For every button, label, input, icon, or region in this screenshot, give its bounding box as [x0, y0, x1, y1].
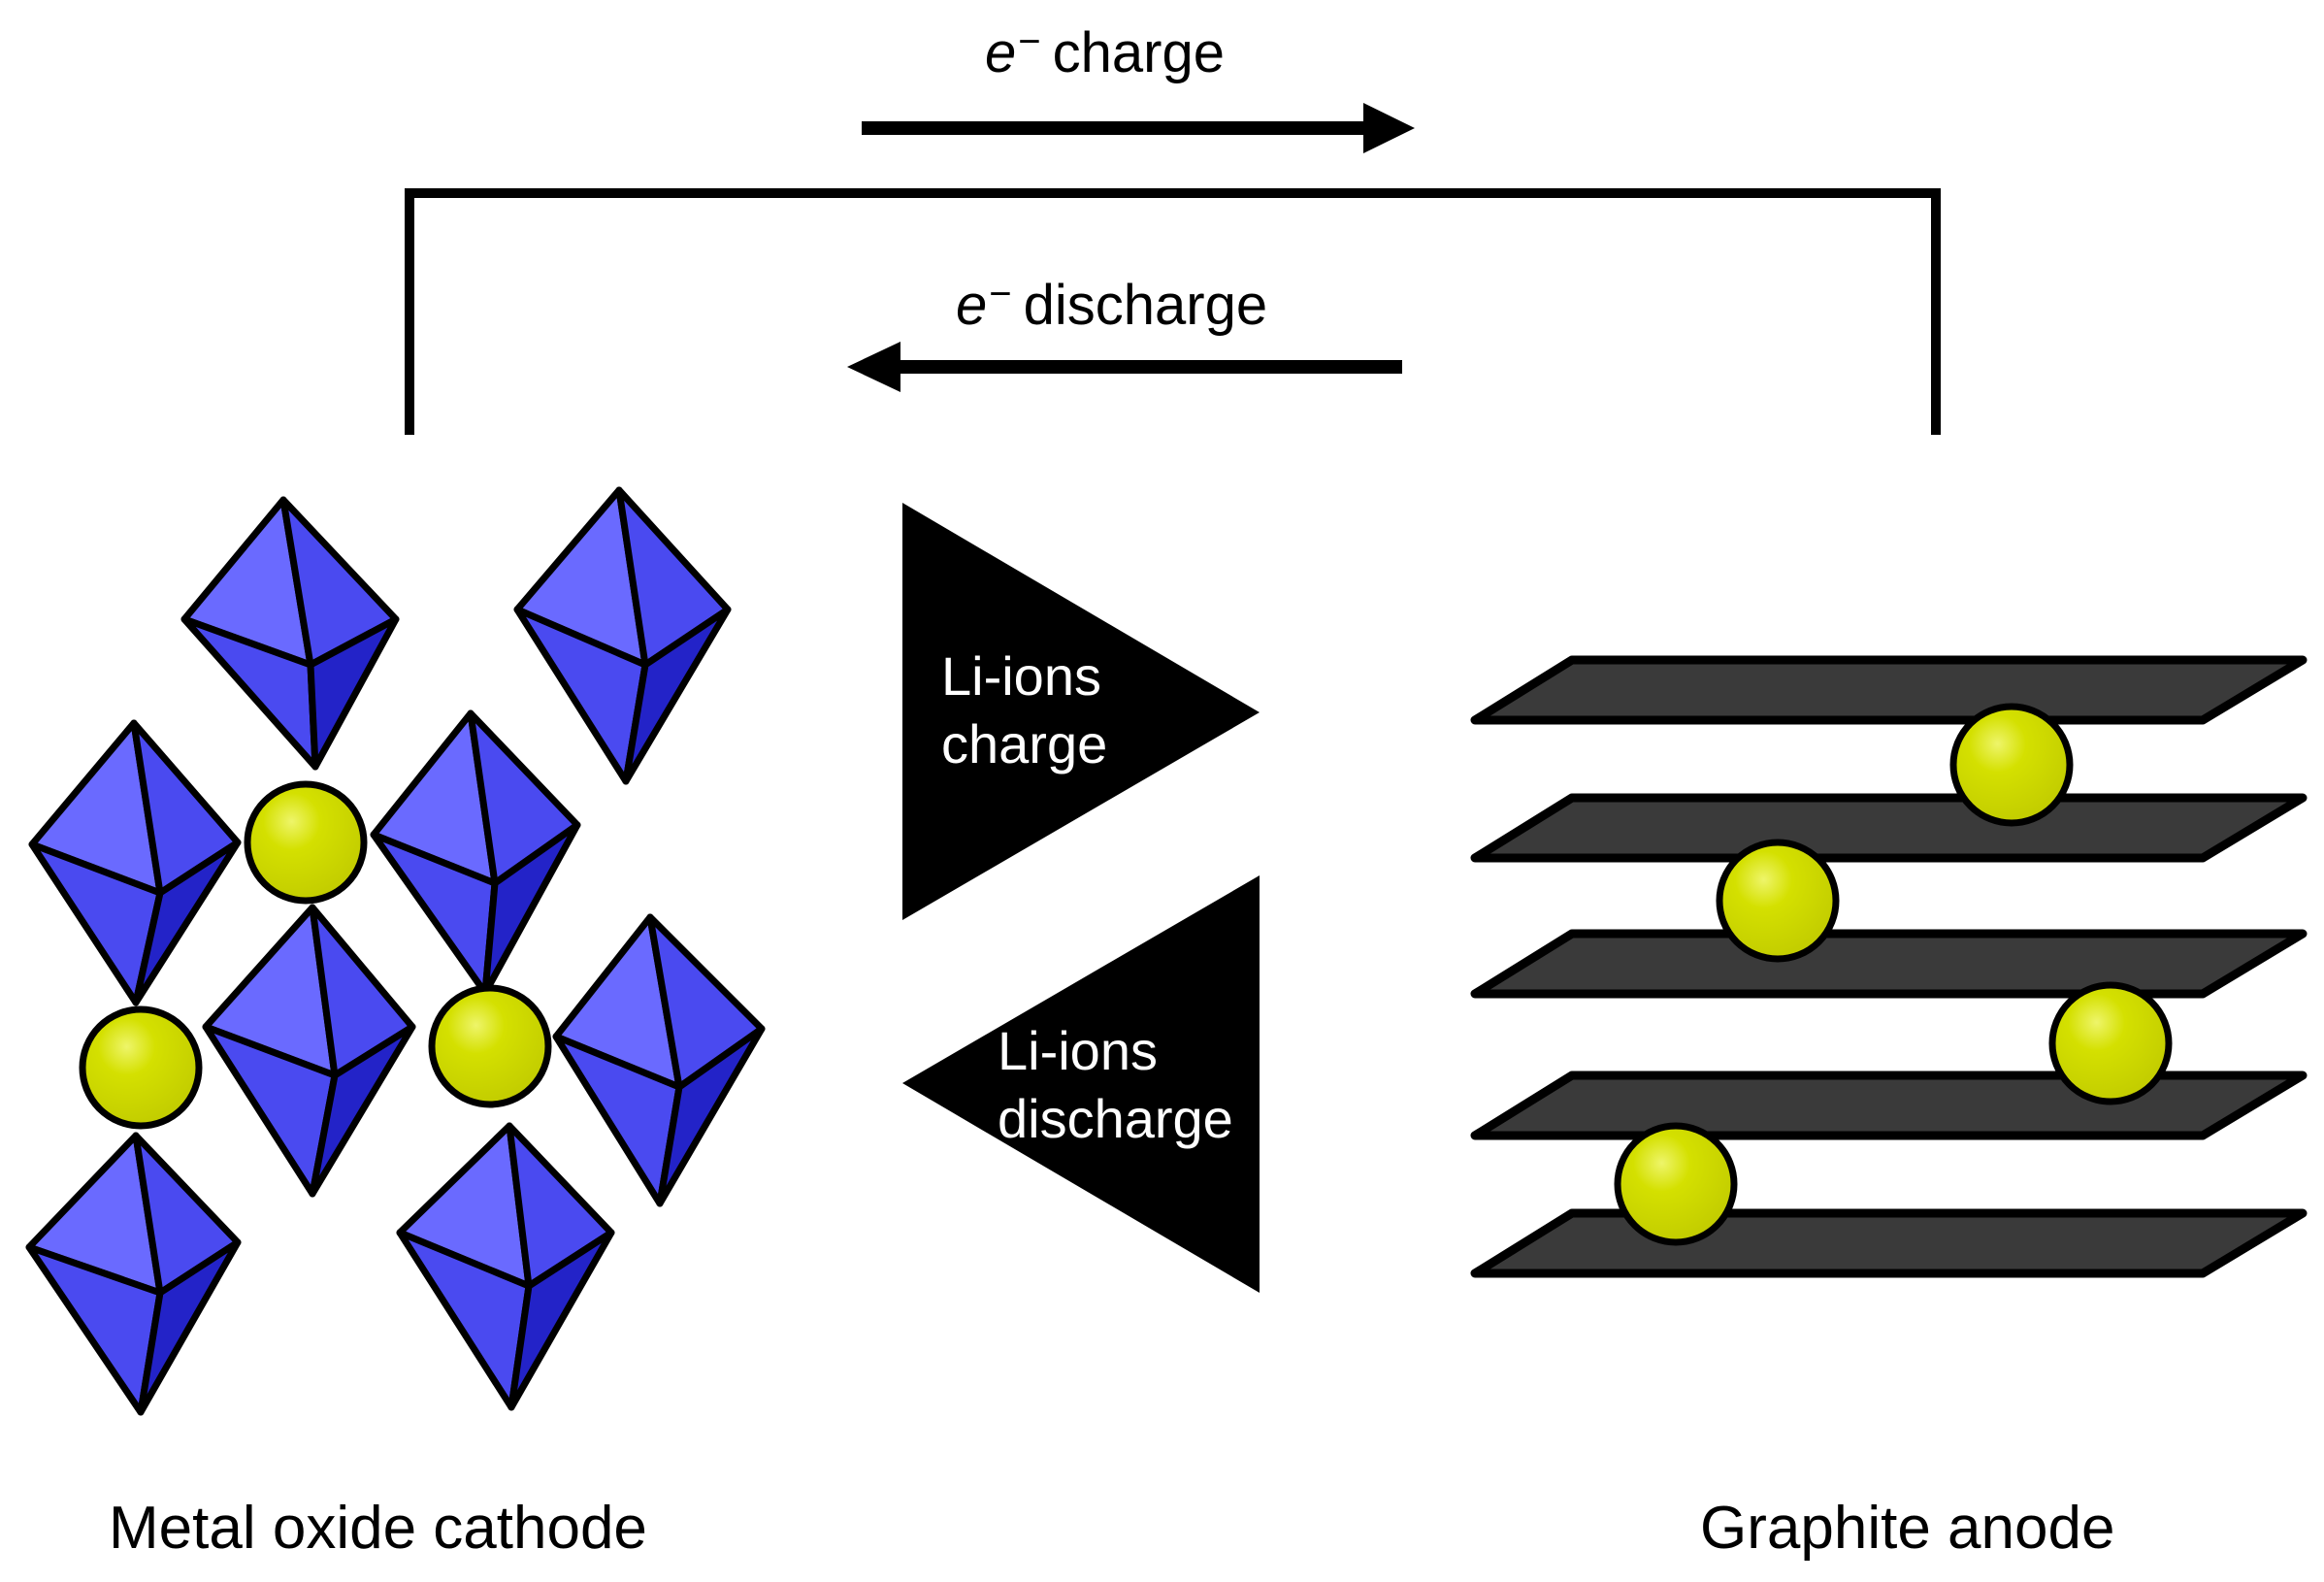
graphite-layer [1470, 1208, 2308, 1278]
graphite-layer [1470, 793, 2308, 863]
li-ions-discharge-line2: discharge [998, 1088, 1233, 1149]
li-ions-charge-line2: charge [941, 713, 1108, 775]
metal-oxide-octahedron [28, 719, 242, 1006]
anode-label: Graphite anode [1700, 1495, 2115, 1562]
electron-discharge-label: e−discharge [956, 273, 1268, 337]
li-ions-discharge-line1: Li-ions [998, 1020, 1158, 1081]
li-ion-charge-triangle [902, 503, 1260, 920]
metal-oxide-octahedron [202, 904, 416, 1198]
metal-oxide-octahedron [180, 496, 400, 771]
li-ions-charge-label: Li-ions charge [941, 643, 1107, 778]
electron-charge-label: e−charge [985, 20, 1225, 84]
lithium-ion [79, 1005, 203, 1130]
graphite-layer [1470, 929, 2308, 999]
graphite-layer [1470, 655, 2308, 725]
metal-oxide-octahedron [370, 709, 581, 997]
lithium-ion [244, 780, 368, 905]
lithium-ion [1716, 839, 1840, 963]
metal-oxide-octahedron [513, 486, 732, 785]
metal-oxide-octahedron [552, 913, 766, 1207]
metal-oxide-octahedron [396, 1122, 615, 1411]
lithium-ion [1949, 703, 2074, 827]
electron-discharge-arrow [847, 342, 1402, 392]
metal-oxide-octahedron [25, 1132, 242, 1416]
external-circuit-wire [405, 188, 1941, 435]
lithium-ion [2048, 981, 2173, 1105]
li-ions-discharge-label: Li-ions discharge [998, 1017, 1233, 1153]
graphite-anode-structure [1470, 655, 2308, 1278]
cathode-label: Metal oxide cathode [109, 1495, 647, 1562]
metal-oxide-cathode-structure [25, 486, 766, 1416]
lithium-ion [1614, 1122, 1738, 1246]
electron-charge-arrow [862, 103, 1415, 153]
lithium-ion [428, 984, 552, 1108]
graphite-layer [1470, 1071, 2308, 1140]
li-ion-discharge-triangle [902, 875, 1260, 1293]
li-ions-charge-line1: Li-ions [941, 645, 1101, 707]
